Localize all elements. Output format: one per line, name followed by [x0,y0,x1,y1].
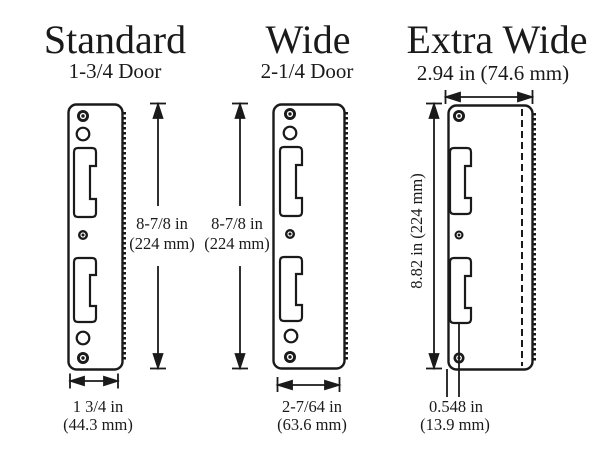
standard-height-label-in: 8-7/8 in [136,214,188,233]
wide-width-label-mm: (63.6 mm) [277,415,347,434]
standard-width-dimension-arrow [68,373,120,389]
plate-outline [447,104,534,371]
screw-hole [453,110,465,122]
screw-hole [285,229,295,239]
wide-plate-drawing [272,103,348,370]
wide-title: Wide [265,17,351,62]
screw-hole [78,230,88,240]
screw-hole [454,230,464,240]
wide-height-label-in: 8-7/8 in [211,214,263,233]
extra-wide-plate-drawing [447,104,536,371]
standard-title: Standard [43,17,187,62]
wide-height-label-mm: (224 mm) [204,234,270,253]
extra-wide-width-label: 2.94 in (74.6 mm) [416,61,570,85]
standard-height-dimension-arrow [150,101,166,371]
standard-plate-drawing [67,103,126,371]
adjustment-hole [75,330,91,346]
adjustment-hole [283,328,299,344]
extra-wide-title: Extra Wide [406,17,588,62]
wide-width-label-in: 2-7/64 in [281,397,343,416]
standard-width-label-mm: (44.3 mm) [63,415,133,434]
latch-cutout [278,145,304,218]
wide-height-dimension-arrow [232,101,248,371]
latch-cutout [72,256,98,324]
screw-hole [77,110,89,122]
extra-wide-width-dimension-arrow [443,90,535,104]
plate-outline [272,103,346,370]
extra-wide-height-dimension-arrow [426,101,442,371]
latch-cutout [278,255,304,323]
latch-cutout [72,146,98,219]
latch-cutout [448,146,473,216]
plate-outline [67,103,124,371]
hole-offset-label-mm: (13.9 mm) [420,415,490,434]
wide-width-dimension-arrow [275,377,342,392]
standard-height-label-mm: (224 mm) [129,234,195,253]
wide-subtitle: 2-1/4 Door [260,59,354,83]
extra-wide-height-label: 8.82 in (224 mm) [407,173,426,289]
hole-offset-label-in: 0.548 in [428,397,484,416]
latch-cutout [448,256,473,325]
screw-hole [284,351,296,363]
screw-hole [284,108,296,120]
standard-width-label-in: 1 3/4 in [72,397,124,416]
screw-hole [77,352,89,364]
hole-offset-leader-lines [446,323,460,397]
adjustment-hole [282,125,298,141]
standard-subtitle: 1-3/4 Door [68,59,162,83]
adjustment-hole [75,126,91,142]
